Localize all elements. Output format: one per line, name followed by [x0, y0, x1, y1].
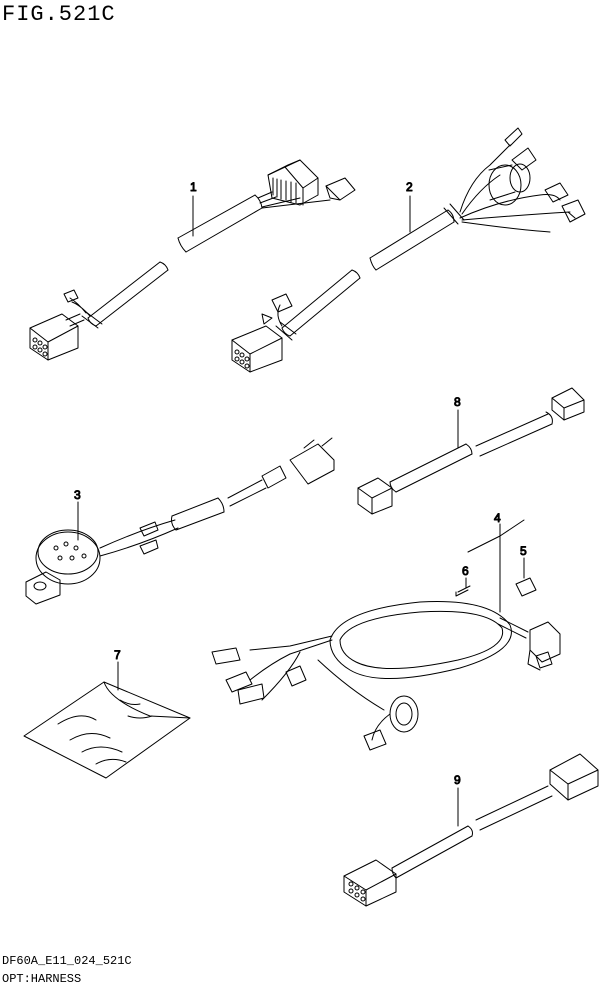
callout-5: 5	[520, 544, 527, 558]
parts-bag[interactable]	[24, 682, 190, 778]
callout-3: 3	[74, 488, 81, 502]
harness-8[interactable]	[358, 388, 584, 514]
main-harness[interactable]	[212, 601, 560, 750]
connector-cap[interactable]	[516, 578, 536, 596]
harness-2[interactable]	[232, 128, 585, 372]
callout-1: 1	[190, 180, 197, 194]
buzzer[interactable]	[26, 438, 334, 604]
callout-2: 2	[406, 180, 413, 194]
terminal[interactable]	[456, 586, 470, 596]
callout-8: 8	[454, 395, 461, 409]
figure-title: FIG.521C	[2, 2, 116, 27]
leader-4	[468, 520, 524, 612]
figure-name: OPT:HARNESS	[2, 972, 82, 986]
harness-9[interactable]	[344, 754, 598, 906]
callout-7: 7	[114, 648, 121, 662]
callout-6: 6	[462, 564, 469, 578]
harness-1[interactable]	[30, 160, 355, 360]
figure-code: DF60A_E11_024_521C	[2, 954, 132, 968]
callout-9: 9	[454, 773, 461, 787]
callout-4: 4	[494, 511, 501, 525]
